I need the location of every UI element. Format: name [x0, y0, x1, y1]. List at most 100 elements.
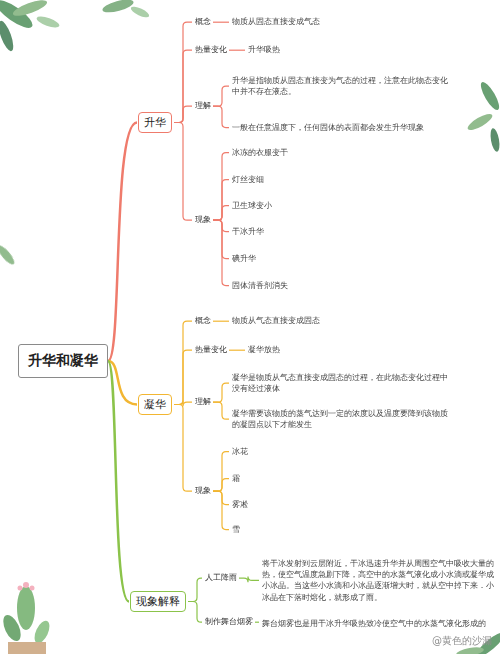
node-text: 一般在任意温度下，任何固体的表面都会发生升华现象 — [232, 122, 454, 133]
node-text: 灯丝变细 — [232, 174, 264, 185]
detail-text: 一般在任意温度下，任何固体的表面都会发生升华现象 — [232, 121, 454, 134]
detail-text: 凝华是物质从气态直接变成固态的过程，在此物态变化过程中没有经过液体 — [232, 371, 454, 395]
node-text: 现象 — [195, 215, 211, 225]
detail-text: 物质从固态直接变成气态 — [232, 15, 320, 28]
node-text: 物质从固态直接变成气态 — [232, 16, 320, 27]
node-text: 冰花 — [232, 446, 248, 457]
detail-text: 灯丝变细 — [232, 173, 264, 186]
branch-connector — [255, 622, 259, 623]
branch-box: 升华 — [138, 112, 172, 133]
branch-connector — [213, 106, 229, 127]
branch-connector — [174, 123, 192, 221]
node-text: 升华 — [144, 115, 166, 130]
watermark: @黄色的沙漏 — [432, 634, 492, 648]
node-text: 凝华是物质从气态直接变成固态的过程，在此物态变化过程中没有经过液体 — [232, 372, 454, 394]
detail-text: 升华是指物质从固态直接变为气态的过程，注意在此物态变化中并不存在液态。 — [232, 74, 454, 98]
root-box: 升华和凝华 — [18, 344, 108, 378]
detail-text: 固体清香剂消失 — [232, 279, 288, 292]
node-text: 理解 — [195, 397, 211, 407]
branch-connector — [213, 321, 229, 322]
topic-label: 现象 — [195, 214, 211, 226]
node-text: 干冰升华 — [232, 226, 264, 237]
topic-label: 现象 — [195, 485, 211, 497]
topic-label: 理解 — [195, 396, 211, 408]
topic-label: 概念 — [195, 16, 211, 28]
branch-connector — [188, 578, 202, 601]
node-text: 凝华需要该物质的蒸气达到一定的浓度以及温度要降到该物质的凝固点以下才能发生 — [232, 408, 454, 430]
branch-connector — [213, 86, 229, 106]
node-text: 升华是指物质从固态直接变为气态的过程，注意在此物态变化中并不存在液态。 — [232, 75, 454, 97]
detail-text: 物质从气态直接变成固态 — [232, 314, 320, 327]
detail-text: 舞台烟雾也是用干冰升华吸热致冷使空气中的水蒸气液化形成的 — [262, 617, 494, 630]
branch-connector — [108, 123, 137, 362]
node-text: 升华和凝华 — [28, 352, 98, 370]
branch-connector — [108, 361, 129, 602]
branch-connector — [213, 220, 229, 258]
detail-text: 凝华需要该物质的蒸气达到一定的浓度以及温度要降到该物质的凝固点以下才能发生 — [232, 407, 454, 431]
detail-text: 雾凇 — [232, 498, 248, 511]
branch-connector — [174, 22, 192, 122]
branch-connector — [213, 479, 229, 492]
detail-text: 雪 — [232, 523, 240, 536]
branch-connector — [174, 321, 192, 404]
detail-text: 碘升华 — [232, 252, 256, 265]
node-text: 现象解释 — [136, 594, 180, 609]
branch-connector — [213, 206, 229, 221]
node-text: 热量变化 — [195, 345, 227, 355]
node-text: 固体清香剂消失 — [232, 280, 288, 291]
topic-label: 理解 — [195, 100, 211, 112]
topic-label: 热量变化 — [195, 344, 227, 356]
branch-connector — [174, 350, 192, 404]
node-text: 现象 — [195, 486, 211, 496]
branch-box: 现象解释 — [130, 591, 186, 612]
node-text: 将干冰发射到云层附近，干冰迅速升华并从周围空气中吸收大量的热，使空气温度急剧下降… — [262, 558, 494, 603]
node-text: 碘升华 — [232, 253, 256, 264]
node-text: 凝华放热 — [248, 344, 280, 355]
node-text: 雪 — [232, 524, 240, 535]
node-text: 升华吸热 — [248, 44, 280, 55]
topic-label: 制作舞台烟雾 — [205, 616, 253, 628]
node-text: 物质从气态直接变成固态 — [232, 315, 320, 326]
node-text: 热量变化 — [195, 45, 227, 55]
detail-text: 凝华放热 — [248, 343, 280, 356]
detail-text: 卫生球变小 — [232, 199, 272, 212]
branch-connector — [229, 350, 245, 351]
branch-connector — [188, 602, 202, 623]
detail-text: 霜 — [232, 472, 240, 485]
node-text: 人工降雨 — [205, 573, 237, 583]
node-text: 卫生球变小 — [232, 200, 272, 211]
node-text: 制作舞台烟雾 — [205, 617, 253, 627]
detail-text: 冰冻的衣服变干 — [232, 146, 288, 159]
topic-label: 人工降雨 — [205, 572, 237, 584]
branch-connector — [174, 401, 192, 407]
node-text: 雾凇 — [232, 499, 248, 510]
branch-connector — [213, 402, 229, 419]
branch-connector — [213, 180, 229, 221]
node-text: 霜 — [232, 473, 240, 484]
node-text: 凝华 — [144, 397, 166, 412]
branch-connector — [213, 220, 229, 285]
node-text: 舞台烟雾也是用干冰升华吸热致冷使空气中的水蒸气液化形成的 — [262, 618, 494, 629]
branch-connector — [213, 383, 229, 402]
branch-connector — [239, 576, 259, 582]
node-text: 概念 — [195, 17, 211, 27]
branch-connector — [213, 452, 229, 492]
detail-text: 冰花 — [232, 445, 248, 458]
detail-text: 干冰升华 — [232, 225, 264, 238]
topic-label: 热量变化 — [195, 44, 227, 56]
node-text: 冰冻的衣服变干 — [232, 147, 288, 158]
detail-text: 升华吸热 — [248, 43, 280, 56]
branch-connector — [213, 22, 229, 23]
detail-text: 将干冰发射到云层附近，干冰迅速升华并从周围空气中吸收大量的热，使空气温度急剧下降… — [262, 557, 494, 604]
topic-label: 概念 — [195, 315, 211, 327]
branch-connector — [229, 50, 245, 51]
node-text: 概念 — [195, 316, 211, 326]
branch-connector — [174, 405, 192, 492]
branch-connector — [174, 50, 192, 122]
branch-connector — [213, 153, 229, 221]
node-text: 理解 — [195, 101, 211, 111]
branch-box: 凝华 — [138, 394, 172, 415]
